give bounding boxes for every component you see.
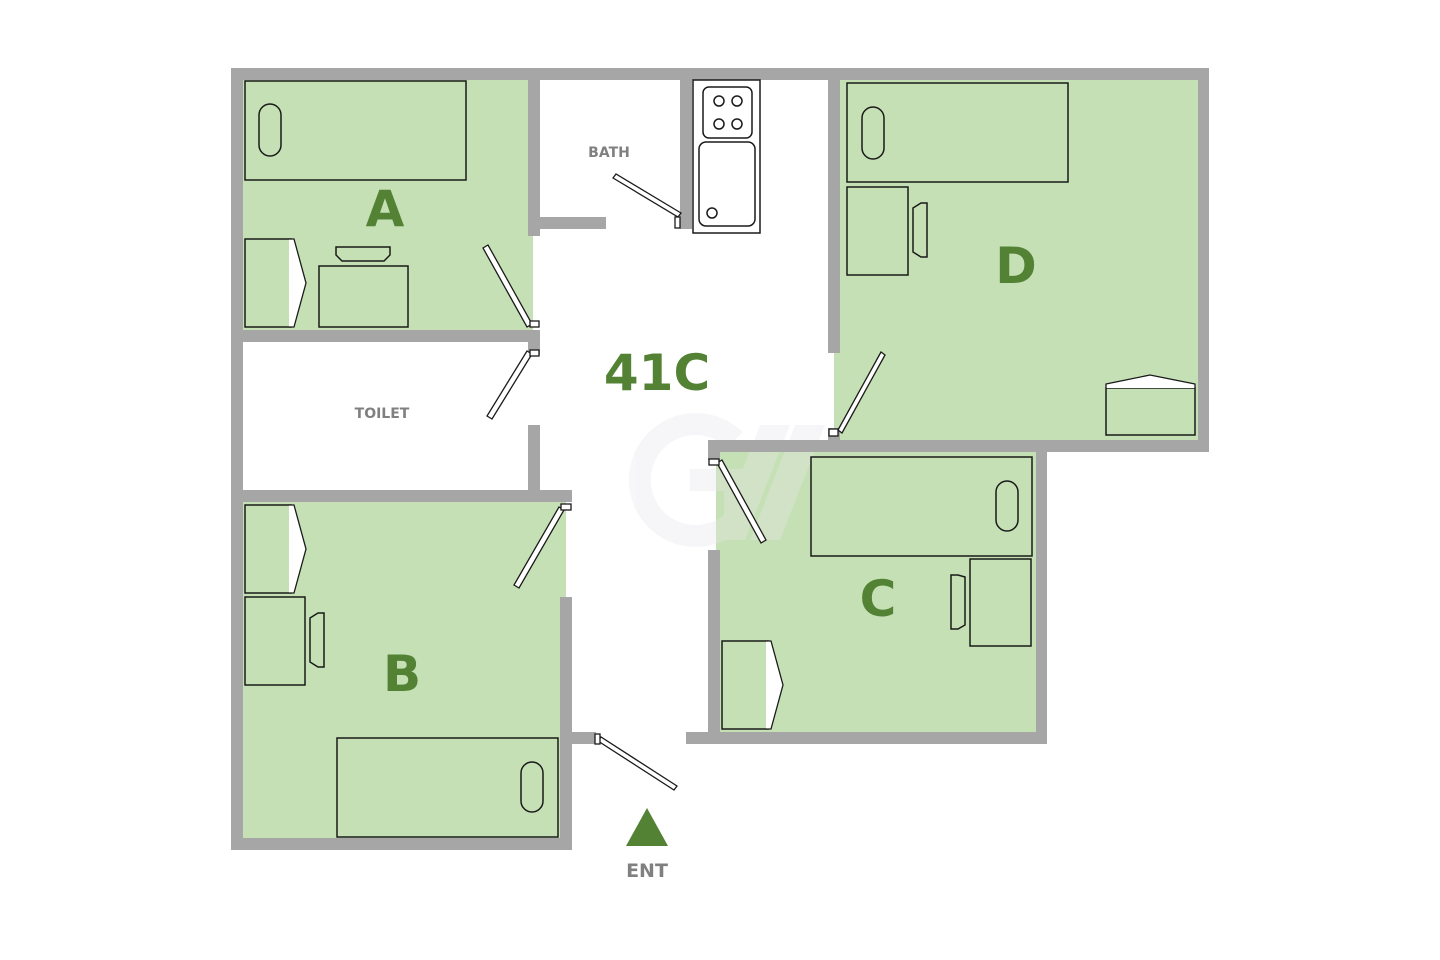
bath-door: [612, 173, 682, 229]
wardrobe-door: [289, 504, 307, 594]
room-label-d: D: [995, 237, 1037, 295]
watermark-logo: [628, 413, 825, 547]
room-label-c: C: [860, 570, 897, 628]
wardrobe-door: [766, 640, 784, 730]
bed: [244, 80, 467, 181]
bath-label: BATH: [588, 145, 630, 161]
pillow: [995, 480, 1019, 532]
chair: [309, 612, 325, 668]
desk: [846, 186, 909, 276]
room-d-furniture: [828, 82, 1196, 437]
unit-label: 41C: [604, 344, 710, 402]
desk: [969, 558, 1032, 647]
walls: [231, 68, 1209, 850]
entrance-label: ENT: [626, 860, 668, 882]
toilet-label: TOILET: [355, 406, 410, 422]
bed: [846, 82, 1069, 183]
chair: [912, 202, 928, 258]
stove-icon: [702, 86, 753, 139]
room-a-furniture: [244, 80, 540, 328]
desk: [244, 596, 306, 686]
pillow: [258, 103, 282, 157]
toilet-door: [486, 349, 540, 420]
entrance-door: [594, 733, 678, 791]
chair: [950, 574, 966, 630]
desk: [318, 265, 409, 328]
door: [837, 351, 886, 434]
door: [716, 459, 767, 544]
room-c-furniture: [708, 456, 1033, 730]
bed: [336, 737, 559, 838]
chair: [335, 246, 391, 262]
room-label-b: B: [383, 645, 421, 703]
pillow: [861, 106, 885, 160]
wardrobe-door: [1105, 374, 1196, 388]
wardrobe-door: [289, 238, 307, 328]
pillow: [520, 761, 544, 813]
entrance-arrow-icon: [626, 808, 668, 846]
kitchen-unit: [692, 79, 761, 234]
bed: [810, 456, 1033, 557]
room-b-furniture: [244, 503, 572, 838]
sink-icon: [698, 141, 756, 227]
room-label-a: A: [366, 180, 405, 238]
